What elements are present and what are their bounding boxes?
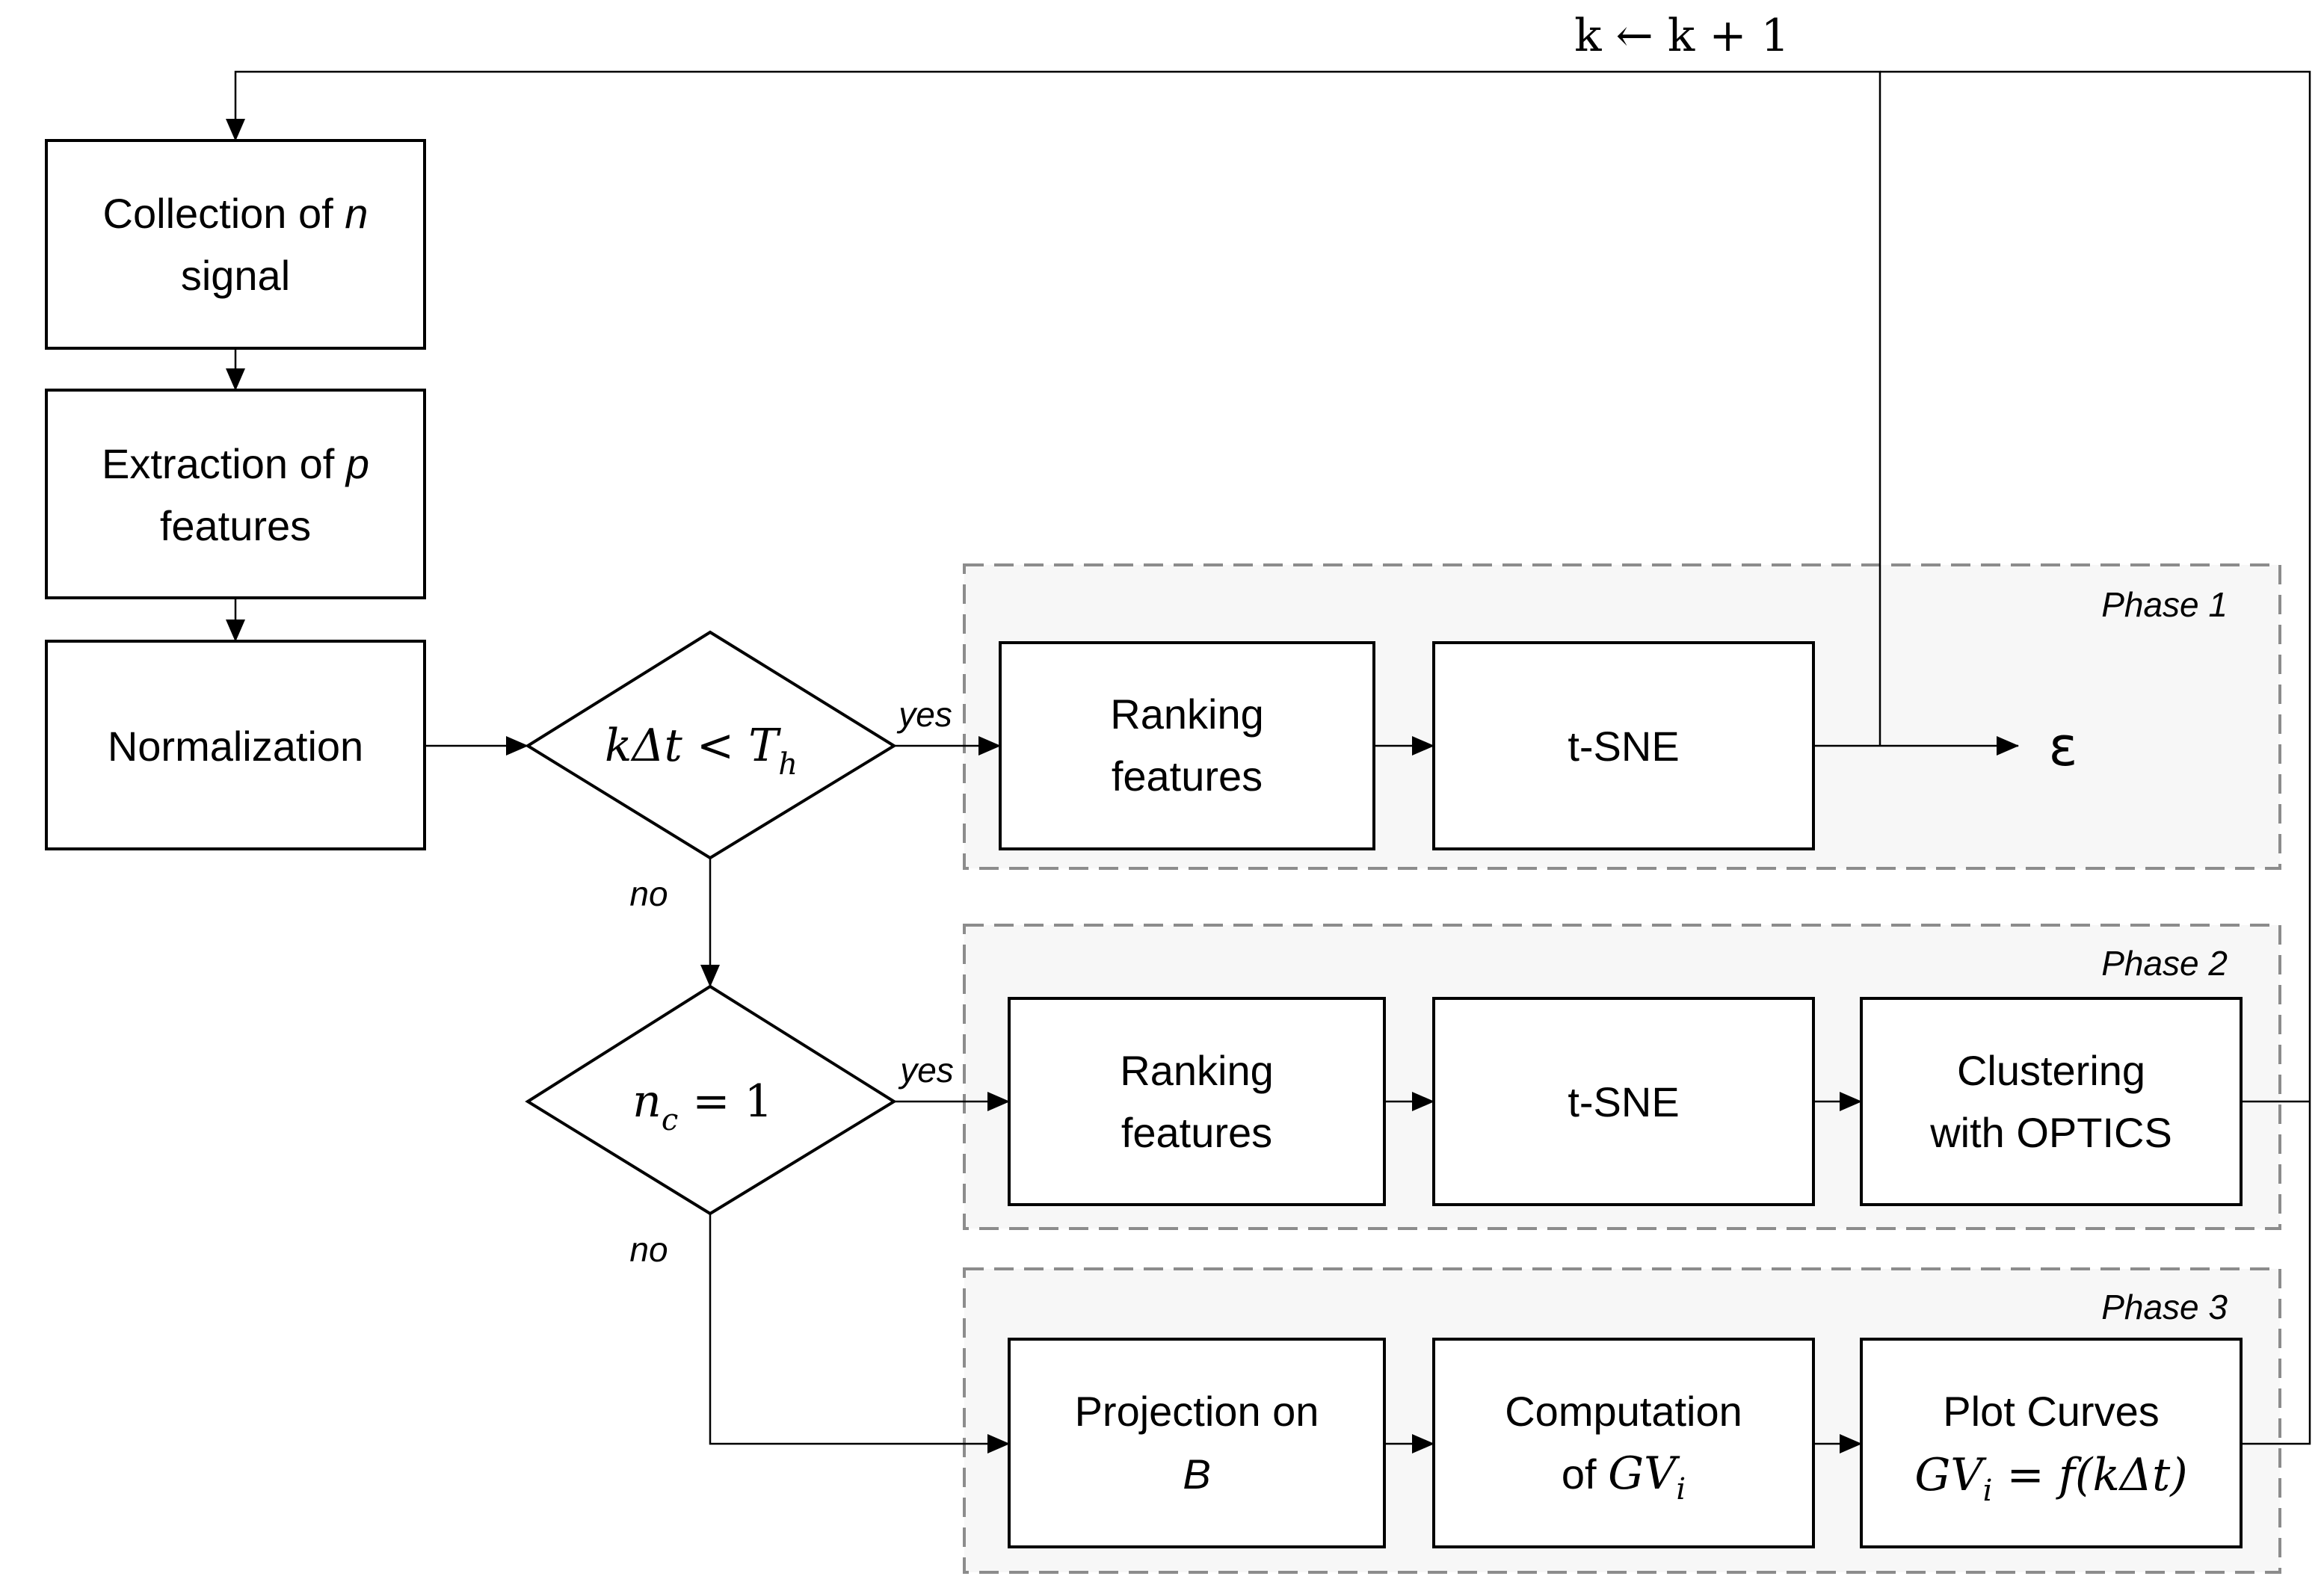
phase3-plot-line1: Plot Curves (1943, 1388, 2159, 1435)
extraction-box: Extraction of p features (45, 389, 426, 599)
phase1-ranking-box: Ranking features (999, 641, 1375, 850)
decision2-condition: nc = 1 (632, 1075, 773, 1137)
loop-right-rail (1880, 70, 2311, 1445)
phase3-computation-box: Computation of GVi (1432, 1338, 1815, 1548)
decision1-yes-label: yes (896, 695, 952, 734)
phase2-label: Phase 2 (2101, 944, 2228, 983)
phase1-ranking-line1: Ranking (1110, 690, 1263, 738)
phase2-clustering-line1: Clustering (1957, 1047, 2145, 1094)
collection-box: Collection of n signal (45, 139, 426, 350)
phase2-ranking-box: Ranking features (1008, 997, 1386, 1206)
decision2-yes-label: yes (898, 1051, 954, 1090)
phase2-tsne-box: t-SNE (1432, 997, 1815, 1206)
extraction-line2: features (160, 502, 311, 549)
normalization-label: Normalization (108, 723, 363, 770)
loop-counter-label: k ← k + 1 (1574, 10, 1790, 62)
collection-line2: signal (181, 252, 290, 299)
decision2-no-label: no (629, 1230, 668, 1269)
phase1-tsne-box: t-SNE (1432, 641, 1815, 850)
phase2-tsne-label: t-SNE (1568, 1078, 1679, 1125)
phase1-label: Phase 1 (2101, 585, 2228, 624)
phase2-clustering-box: Clustering with OPTICS (1860, 997, 2243, 1206)
arrow-no-phase3 (709, 1214, 1010, 1453)
phase3-computation-line1: Computation (1505, 1388, 1742, 1435)
phase3-plot-box: Plot Curves GVi = f(kΔt) (1860, 1338, 2243, 1548)
epsilon-output: ε (2049, 715, 2078, 778)
phase3-label: Phase 3 (2101, 1288, 2228, 1326)
extraction-line1: Extraction of p (102, 440, 369, 487)
phase3-projection-line1: Projection on (1075, 1388, 1319, 1435)
phase3-projection-line2: B (1183, 1450, 1210, 1498)
phase3-plot-line2: GVi = f(kΔt) (1914, 1449, 2187, 1508)
phase2-clustering-line2: with OPTICS (1929, 1109, 2172, 1156)
normalization-box: Normalization (45, 640, 426, 850)
phase1-tsne-label: t-SNE (1568, 723, 1679, 770)
decision1-condition: kΔt < Th (605, 720, 798, 782)
phase1-ranking-line2: features (1112, 753, 1263, 800)
phase3-computation-line2: of GVi (1562, 1448, 1686, 1507)
decision-time-threshold: kΔt < Th (525, 630, 897, 860)
phase2-ranking-line1: Ranking (1120, 1047, 1273, 1094)
decision-cluster-count: nc = 1 (525, 984, 897, 1216)
phase3-projection-box: Projection on B (1008, 1338, 1386, 1548)
loop-feedback-line (226, 70, 1881, 746)
collection-line1: Collection of n (103, 190, 369, 237)
phase2-ranking-line2: features (1121, 1109, 1272, 1156)
decision1-no-label: no (629, 874, 668, 913)
